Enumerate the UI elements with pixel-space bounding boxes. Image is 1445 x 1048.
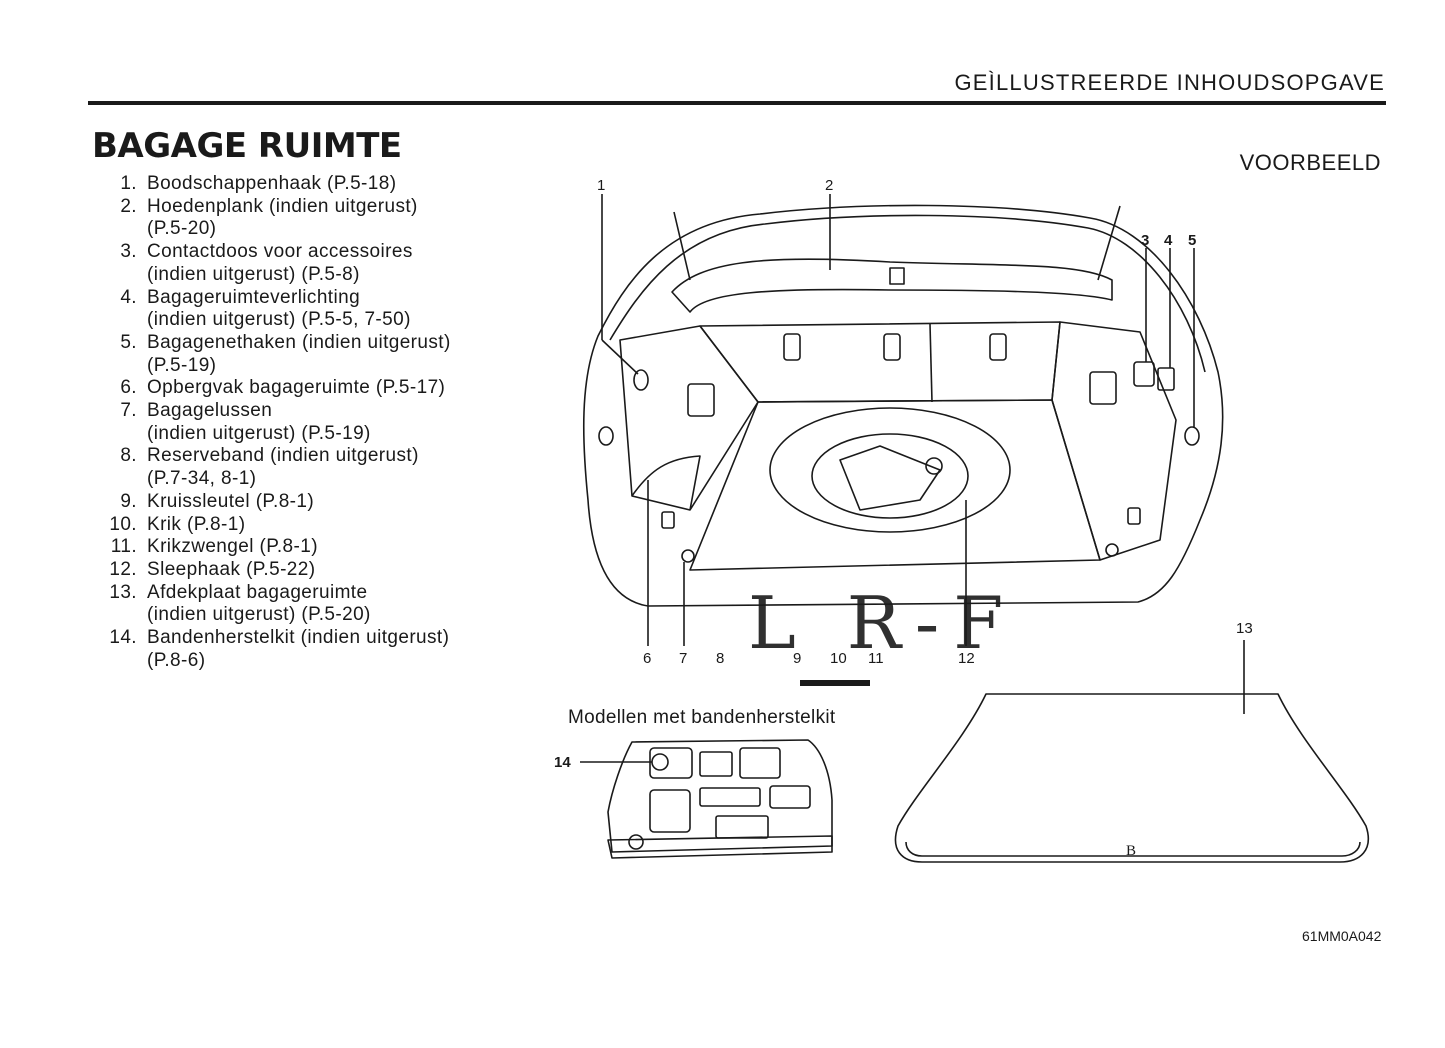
item-text: Hoedenplank (indien uitgerust) [147, 195, 418, 217]
item-text: Afdekplaat bagageruimte [147, 581, 368, 603]
item-number: 3. [120, 241, 137, 263]
item-text: Bagageruimteverlichting [147, 286, 361, 308]
callout-4: 4 [1164, 232, 1173, 249]
item-number: 12. [109, 558, 137, 580]
list-item: (indien uitgerust) (P.5-8) [100, 264, 527, 287]
item-number: 1. [120, 173, 137, 194]
item-text: Sleephaak (P.5-22) [147, 558, 316, 580]
item-text: (indien uitgerust) (P.5-19) [147, 422, 371, 444]
item-list: 1. Boodschappenhaak (P.5-18) 2. Hoedenplank… [100, 173, 527, 672]
callout-6: 6 [643, 650, 651, 667]
callout-8: 8 [716, 650, 724, 667]
item-text: (P.8-6) [147, 649, 206, 671]
list-item: (P.7-34, 8-1) [100, 468, 527, 491]
callout-14: 14 [554, 754, 571, 771]
list-item: 1. Boodschappenhaak (P.5-18) [100, 173, 527, 196]
item-text: Bandenherstelkit (indien uitgerust) [147, 627, 450, 649]
list-item: 5. Bagagenethaken (indien uitgerust) [100, 332, 527, 355]
item-text: Reserveband (indien uitgerust) [147, 445, 419, 467]
list-item: (P.5-20) [100, 218, 527, 241]
item-number: 13. [109, 581, 137, 603]
list-item: 2. Hoedenplank (indien uitgerust) [100, 196, 527, 219]
item-text: (indien uitgerust) (P.5-5, 7-50) [147, 309, 411, 331]
item-text: (P.5-19) [147, 354, 217, 376]
page-title: BAGAGE RUIMTE [92, 126, 402, 166]
item-text: Krik (P.8-1) [147, 513, 246, 535]
item-text: Contactdoos voor accessoires [147, 241, 413, 263]
list-item: 9. Kruissleutel (P.8-1) [100, 491, 527, 514]
list-item: (indien uitgerust) (P.5-20) [100, 604, 527, 627]
callout-9: 9 [793, 650, 801, 667]
list-item: 11. Krikzwengel (P.8-1) [100, 536, 527, 559]
item-text: Krikzwengel (P.8-1) [147, 536, 318, 558]
callout-13: 13 [1236, 620, 1253, 637]
list-item: 6. Opbergvak bagageruimte (P.5-17) [100, 377, 527, 400]
header-rule [88, 101, 1386, 105]
item-number: 7. [120, 400, 137, 422]
item-number: 5. [120, 331, 137, 353]
item-text: Kruissleutel (P.8-1) [147, 490, 315, 512]
section-header-title: GEÌLLUSTREERDE INHOUDSOPGAVE [954, 70, 1385, 95]
list-item: (P.5-19) [100, 355, 527, 378]
callout-11: 11 [868, 650, 884, 667]
callout-2: 2 [825, 177, 833, 194]
item-number: 4. [120, 286, 137, 308]
item-number: 2. [120, 195, 137, 217]
list-item: (indien uitgerust) (P.5-19) [100, 423, 527, 446]
list-item: 12. Sleephaak (P.5-22) [100, 559, 527, 582]
kit-caption: Modellen met bandenherstelkit [568, 707, 836, 728]
item-number: 9. [120, 490, 137, 512]
callout-12: 12 [958, 650, 975, 667]
item-number: 8. [120, 445, 137, 467]
item-text: Bagagelussen [147, 400, 273, 422]
callout-10: 10 [830, 650, 847, 667]
item-text: Bagagenethaken (indien uitgerust) [147, 331, 451, 353]
example-label: VOORBEELD [1239, 150, 1381, 175]
list-item: 10. Krik (P.8-1) [100, 514, 527, 537]
item-text: (P.5-20) [147, 218, 217, 240]
list-item: (P.8-6) [100, 650, 527, 673]
list-item: 14. Bandenherstelkit (indien uitgerust) [100, 627, 527, 650]
item-number: 14. [109, 627, 137, 649]
item-text: (indien uitgerust) (P.5-8) [147, 263, 360, 285]
item-text: Boodschappenhaak (P.5-18) [147, 173, 397, 194]
list-item: 3. Contactdoos voor accessoires [100, 241, 527, 264]
item-number: 11. [110, 536, 137, 558]
cover-letter: B [1126, 843, 1136, 859]
callout-7: 7 [679, 650, 687, 667]
callout-3: 3 [1141, 232, 1149, 249]
figure-code: 61MM0A042 [1302, 928, 1382, 944]
callout-5: 5 [1188, 232, 1196, 249]
list-item: 8. Reserveband (indien uitgerust) [100, 445, 527, 468]
item-number: 6. [120, 377, 137, 399]
callout-1: 1 [597, 177, 605, 194]
item-text: (P.7-34, 8-1) [147, 468, 257, 490]
item-text: (indien uitgerust) (P.5-20) [147, 604, 371, 626]
list-item: 7. Bagagelussen [100, 400, 527, 423]
item-text: Opbergvak bagageruimte (P.5-17) [147, 377, 446, 399]
list-item: (indien uitgerust) (P.5-5, 7-50) [100, 309, 527, 332]
item-number: 10. [109, 513, 137, 535]
list-item: 13. Afdekplaat bagageruimte [100, 582, 527, 605]
list-item: 4. Bagageruimteverlichting [100, 287, 527, 310]
watermark-text: L R-F [748, 581, 1017, 665]
